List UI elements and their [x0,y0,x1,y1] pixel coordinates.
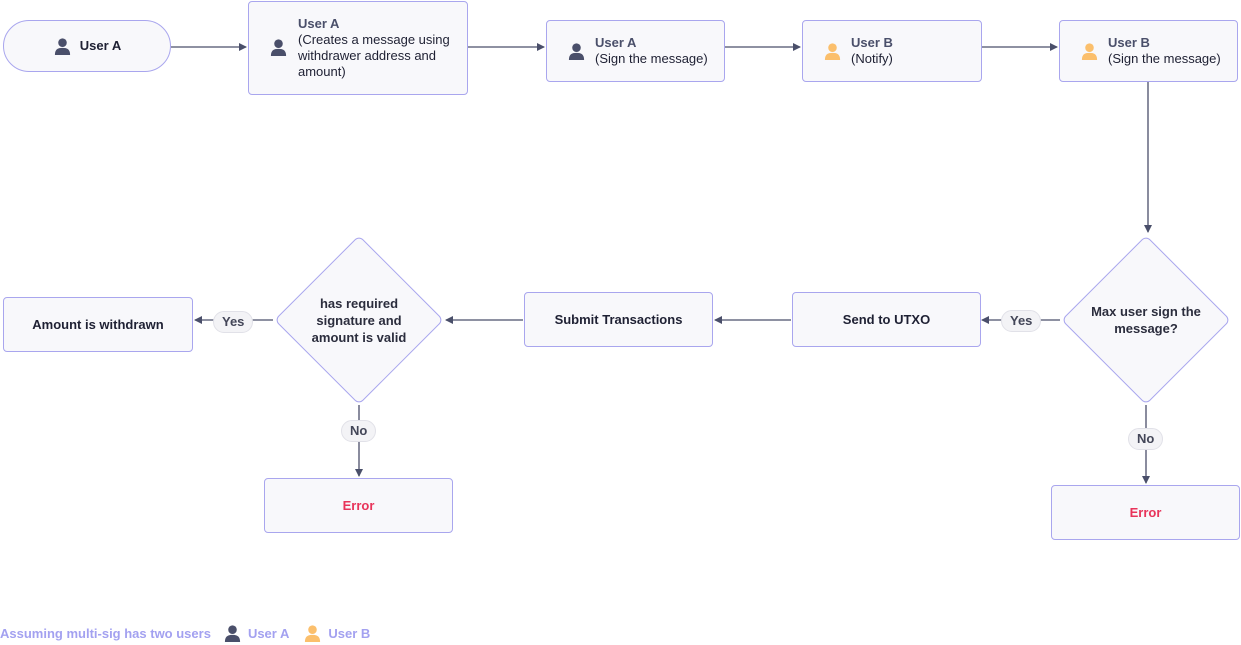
decision-valid-label: has required signature and amount is val… [311,296,407,345]
amount-withdrawn-label: Amount is withdrawn [32,316,164,332]
sign-b-node[interactable]: User B (Sign the message) [1059,20,1238,82]
send-utxo-node[interactable]: Send to UTXO [792,292,981,347]
decision-max-sign-label: Max user sign the message? [1091,304,1201,336]
legend-text: Assuming multi-sig has two users [0,626,211,641]
user-a-icon [270,39,287,57]
sign-b-subtitle: (Sign the message) [1108,51,1221,66]
notify-b-subtitle: (Notify) [851,51,893,66]
submit-transactions-label: Submit Transactions [554,311,683,327]
sign-a-node[interactable]: User A (Sign the message) [546,20,725,82]
notify-b-node[interactable]: User B (Notify) [802,20,982,82]
legend-user-b: User B [328,626,371,641]
user-a-icon [568,42,585,60]
error-right-label: Error [1129,505,1162,520]
start-node[interactable]: User A [3,20,171,72]
yes-badge-decision1: Yes [1001,310,1042,332]
user-a-icon [224,625,241,643]
amount-withdrawn-node[interactable]: Amount is withdrawn [3,297,193,352]
sign-b-title: User B [1108,35,1150,50]
legend: Assuming multi-sig has two users User A … [0,624,370,643]
user-a-icon [54,37,70,55]
sign-a-subtitle: (Sign the message) [595,51,708,66]
notify-b-title: User B [851,35,893,50]
start-label: User A [79,38,122,53]
sign-a-title: User A [595,35,637,50]
no-badge-decision2: No [341,420,377,442]
create-message-node[interactable]: User A (Creates a message using withdraw… [248,1,468,95]
user-b-icon [1081,42,1098,60]
user-b-icon [824,42,841,60]
user-b-icon [305,625,321,643]
send-utxo-label: Send to UTXO [842,311,931,327]
create-title: User A [298,16,340,31]
no-badge-decision1: No [1128,428,1164,450]
submit-transactions-node[interactable]: Submit Transactions [524,292,713,347]
error-node-right[interactable]: Error [1051,485,1240,540]
error-left-label: Error [342,498,375,513]
yes-badge-decision2: Yes [213,311,254,333]
create-subtitle: (Creates a message using withdrawer addr… [298,32,450,79]
error-node-left[interactable]: Error [264,478,453,533]
legend-user-a: User A [247,626,290,641]
